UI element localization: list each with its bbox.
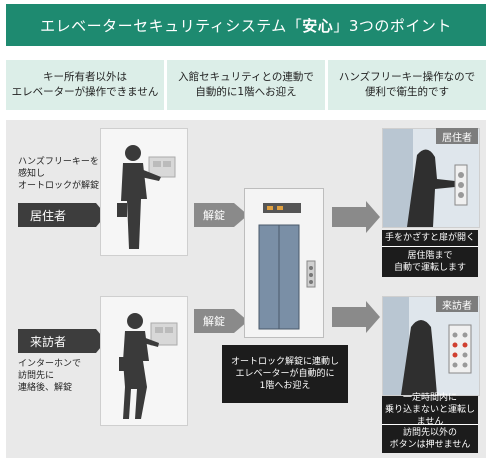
point-1: キー所有者以外は エレベーターが操作できません: [6, 60, 164, 110]
resident-photo: [100, 128, 188, 256]
title-main: エレベーターセキュリティシステム「: [40, 16, 303, 35]
key-points: キー所有者以外は エレベーターが操作できません 入館セキュリティとの連動で 自動…: [6, 60, 486, 110]
visitor-panel-icon: [383, 297, 479, 395]
page-title: エレベーターセキュリティシステム「安心」3つのポイント: [6, 4, 486, 46]
visitor-unlock-arrow: 解錠: [194, 309, 234, 333]
title-emphasis: 安心: [302, 16, 334, 35]
elevator-illustration: [244, 188, 324, 338]
resident-result-tag: 居住者: [436, 128, 478, 144]
resident-note: ハンズフリーキーを 感知し オートロックが解錠: [18, 157, 100, 191]
visitor-note: インターホンで 訪問先に 連絡後、解錠: [18, 359, 82, 393]
visitor-result-line-1: 一定時間内に 乗り込まないと運転しません: [382, 393, 478, 427]
resident-result-line-1: 手をかざすと扉が開く: [382, 230, 478, 246]
resident-result-line-2: 居住階まで 自動で運転します: [382, 246, 478, 277]
resident-silhouette-icon: [101, 129, 187, 255]
resident-result-arrow: [332, 207, 366, 227]
resident-unlock-arrow: 解錠: [194, 203, 234, 227]
resident-label: 居住者: [18, 203, 96, 227]
visitor-result-tag: 来訪者: [436, 296, 478, 312]
point-2: 入館セキュリティとの連動で 自動的に1階へお迎え: [164, 60, 325, 110]
point-3: ハンズフリーキー操作なので 便利で衛生的です: [325, 60, 486, 110]
resident-result-photo: [382, 128, 480, 228]
visitor-label: 来訪者: [18, 329, 96, 353]
visitor-result-arrow-tip: [366, 301, 380, 333]
visitor-result-photo: [382, 296, 480, 396]
visitor-silhouette-icon: [101, 297, 187, 425]
resident-result-arrow-tip: [366, 201, 380, 233]
resident-hand-panel-icon: [383, 129, 479, 227]
elevator-icon: [245, 189, 323, 337]
visitor-result-arrow: [332, 307, 366, 327]
visitor-result-line-2: 訪問先以外の ボタンは押せません: [382, 424, 478, 453]
title-tail: 」3つのポイント: [333, 16, 452, 35]
visitor-photo: [100, 296, 188, 426]
elevator-caption: オートロック解錠に連動し エレベーターが自動的に 1階へお迎え: [222, 345, 348, 403]
